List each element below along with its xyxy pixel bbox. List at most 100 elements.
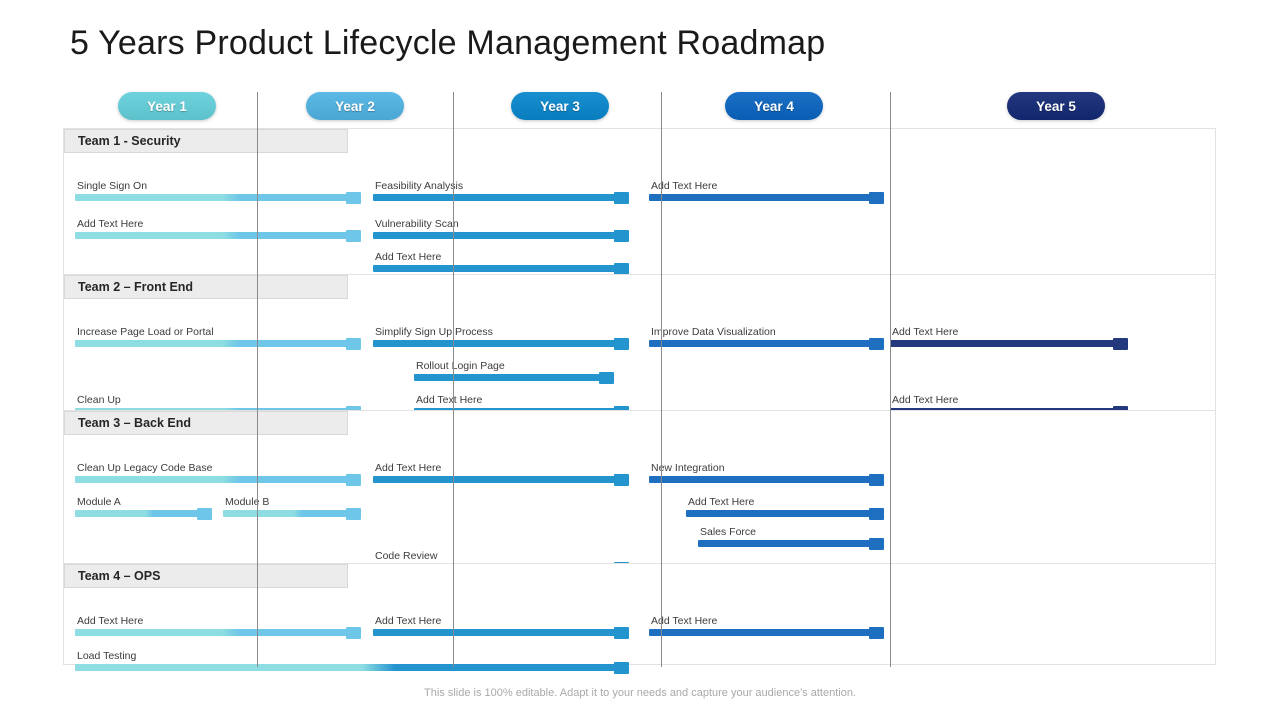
- task-bar-endcap: [869, 191, 884, 204]
- task-bar-endcap: [346, 337, 361, 350]
- year-pill-label: Year 5: [1036, 98, 1076, 114]
- year-divider-4: [890, 92, 891, 667]
- task-bar-fill: [686, 510, 882, 517]
- task-bar-fill: [649, 476, 882, 483]
- task-bar[interactable]: Feasibility Analysis: [373, 180, 629, 204]
- year-pill-4[interactable]: Year 4: [725, 92, 823, 120]
- year-divider-2: [453, 92, 454, 667]
- task-bar-fill: [75, 232, 359, 239]
- task-bar-endcap: [869, 626, 884, 639]
- task-bar-endcap: [1113, 337, 1128, 350]
- task-bar-fill: [649, 340, 882, 347]
- task-label: Vulnerability Scan: [375, 218, 459, 230]
- task-bar[interactable]: Add Text Here: [75, 218, 361, 242]
- team-header-1[interactable]: Team 1 - Security: [64, 129, 348, 153]
- task-bar-fill: [223, 510, 359, 517]
- task-bar[interactable]: Add Text Here: [649, 615, 884, 639]
- task-label: Module B: [225, 496, 270, 508]
- team-header-4[interactable]: Team 4 – OPS: [64, 564, 348, 588]
- task-bar[interactable]: Increase Page Load or Portal: [75, 326, 361, 350]
- task-bar[interactable]: Add Text Here: [373, 462, 629, 486]
- task-bar-fill: [649, 194, 882, 201]
- task-bar[interactable]: Rollout Login Page: [414, 360, 614, 384]
- task-label: Add Text Here: [688, 496, 755, 508]
- task-bar-fill: [373, 194, 627, 201]
- task-bar[interactable]: Simplify Sign Up Process: [373, 326, 629, 350]
- team-header-2[interactable]: Team 2 – Front End: [64, 275, 348, 299]
- task-bar-endcap: [614, 337, 629, 350]
- team-header-label: Team 4 – OPS: [78, 569, 161, 583]
- task-bar-fill: [414, 374, 612, 381]
- task-label: Add Text Here: [77, 615, 144, 627]
- task-bar-endcap: [869, 507, 884, 520]
- task-bar-fill: [373, 265, 627, 272]
- task-label: Feasibility Analysis: [375, 180, 464, 192]
- task-bar[interactable]: Clean Up Legacy Code Base: [75, 462, 361, 486]
- year-pill-label: Year 4: [754, 98, 794, 114]
- year-pill-label: Year 2: [335, 98, 375, 114]
- task-bar[interactable]: Sales Force: [698, 526, 884, 550]
- task-bar[interactable]: Add Text Here: [373, 615, 629, 639]
- page-title: 5 Years Product Lifecycle Management Roa…: [70, 24, 826, 62]
- year-divider-1: [257, 92, 258, 667]
- task-label: Increase Page Load or Portal: [77, 326, 214, 338]
- year-pill-label: Year 1: [147, 98, 187, 114]
- task-bar-fill: [649, 629, 882, 636]
- task-label: Simplify Sign Up Process: [375, 326, 493, 338]
- year-pill-1[interactable]: Year 1: [118, 92, 216, 120]
- task-label: Add Text Here: [416, 394, 483, 406]
- task-label: Add Text Here: [651, 615, 718, 627]
- task-bar[interactable]: Load Testing: [75, 650, 629, 674]
- task-bar-endcap: [599, 371, 614, 384]
- task-label: Clean Up: [77, 394, 121, 406]
- task-label: Rollout Login Page: [416, 360, 505, 372]
- task-bar-fill: [373, 629, 627, 636]
- task-bar[interactable]: Add Text Here: [890, 326, 1128, 350]
- task-bar-fill: [373, 476, 627, 483]
- task-bar[interactable]: Module B: [223, 496, 361, 520]
- task-label: Load Testing: [77, 650, 137, 662]
- task-label: Single Sign On: [77, 180, 148, 192]
- task-label: New Integration: [651, 462, 725, 474]
- task-bar[interactable]: New Integration: [649, 462, 884, 486]
- task-bar-endcap: [614, 626, 629, 639]
- task-label: Add Text Here: [892, 394, 959, 406]
- task-bar[interactable]: Vulnerability Scan: [373, 218, 629, 242]
- year-pill-5[interactable]: Year 5: [1007, 92, 1105, 120]
- task-label: Improve Data Visualization: [651, 326, 776, 338]
- task-bar-fill: [890, 340, 1126, 347]
- task-label: Add Text Here: [77, 218, 144, 230]
- task-label: Add Text Here: [375, 462, 442, 474]
- year-pill-2[interactable]: Year 2: [306, 92, 404, 120]
- task-bar[interactable]: Add Text Here: [75, 615, 361, 639]
- task-bar[interactable]: Add Text Here: [649, 180, 884, 204]
- task-label: Add Text Here: [651, 180, 718, 192]
- team-header-3[interactable]: Team 3 – Back End: [64, 411, 348, 435]
- task-bar-endcap: [614, 191, 629, 204]
- task-bar-endcap: [197, 507, 212, 520]
- task-bar-fill: [373, 232, 627, 239]
- task-bar-fill: [75, 664, 627, 671]
- task-bar[interactable]: Add Text Here: [373, 251, 629, 275]
- task-bar[interactable]: Improve Data Visualization: [649, 326, 884, 350]
- task-label: Add Text Here: [375, 615, 442, 627]
- task-bar[interactable]: Single Sign On: [75, 180, 361, 204]
- team-header-label: Team 3 – Back End: [78, 416, 192, 430]
- task-label: Add Text Here: [375, 251, 442, 263]
- task-label: Add Text Here: [892, 326, 959, 338]
- task-label: Module A: [77, 496, 121, 508]
- task-label: Clean Up Legacy Code Base: [77, 462, 213, 474]
- team-header-label: Team 1 - Security: [78, 134, 181, 148]
- task-bar-endcap: [614, 229, 629, 242]
- task-bar[interactable]: Module A: [75, 496, 212, 520]
- task-bar-endcap: [614, 262, 629, 275]
- task-bar[interactable]: Add Text Here: [686, 496, 884, 520]
- task-bar-fill: [373, 340, 627, 347]
- task-label: Code Review: [375, 550, 438, 562]
- year-pill-3[interactable]: Year 3: [511, 92, 609, 120]
- task-label: Sales Force: [700, 526, 757, 538]
- task-bar-endcap: [869, 537, 884, 550]
